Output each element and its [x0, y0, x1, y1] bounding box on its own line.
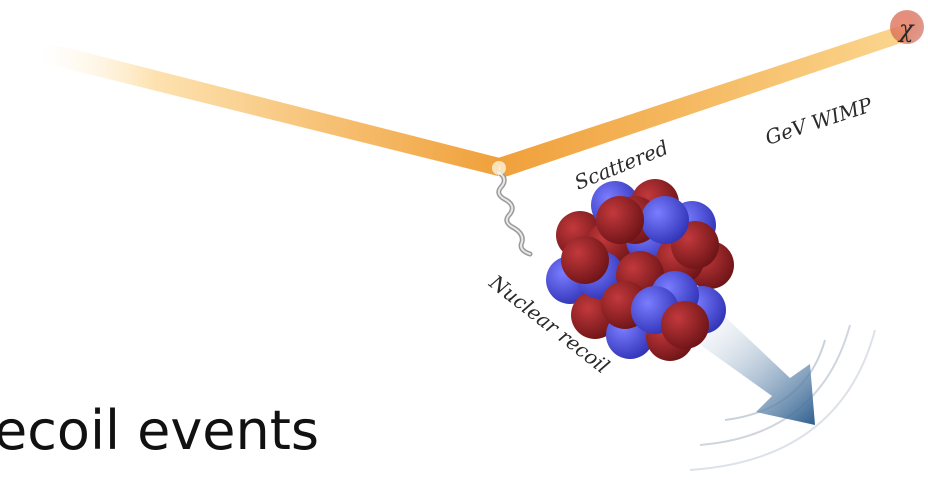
gev-wimp-label: GeV WIMP — [762, 92, 876, 149]
neutron — [561, 236, 609, 284]
incoming-beam — [40, 46, 500, 176]
neutron — [661, 301, 709, 349]
proton — [641, 196, 689, 244]
exchange-wavy-line-highlight — [498, 172, 530, 254]
neutron — [596, 196, 644, 244]
caption-text: ecoil events — [0, 404, 319, 458]
wimp-symbol: χ — [897, 15, 915, 43]
vertex-glow — [492, 161, 506, 175]
